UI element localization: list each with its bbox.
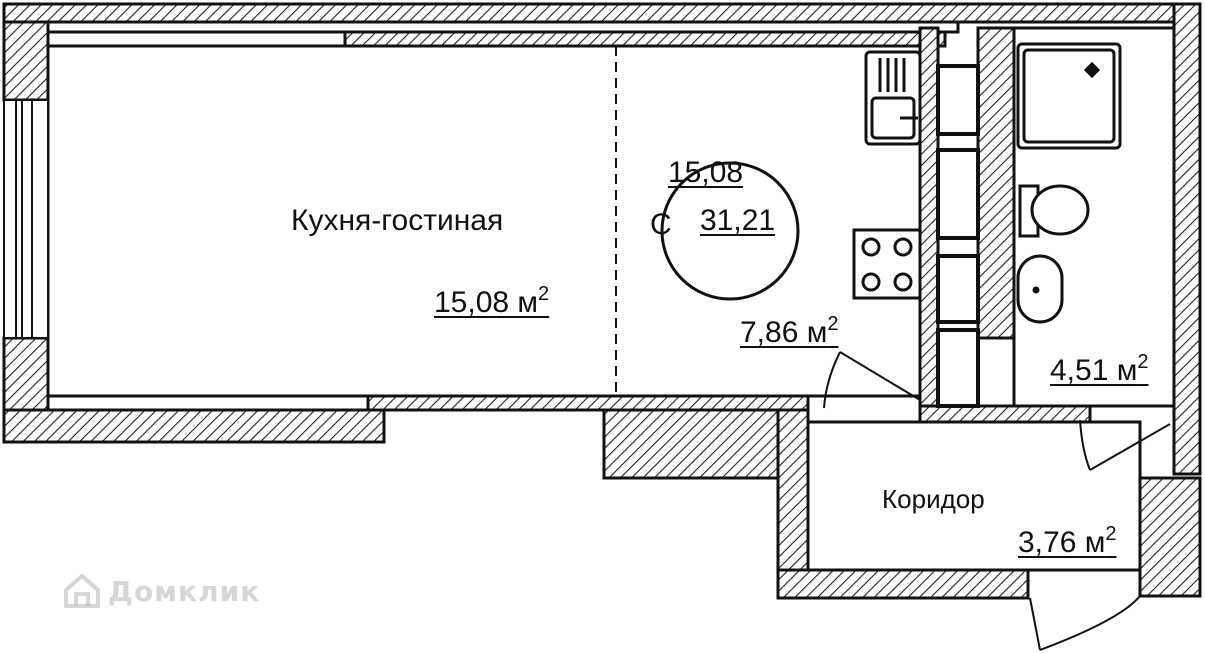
room-name-kitchen-living: Кухня-гостиная (291, 204, 504, 237)
circle-type-letter: С (650, 208, 672, 241)
wall-top (2, 2, 1202, 24)
area-corridor: 3,76 м2 (1018, 524, 1116, 559)
wall-left-lower (2, 336, 50, 412)
shower-tray (1016, 42, 1122, 150)
area-unit-sup: 2 (1137, 351, 1149, 373)
toilet (1018, 184, 1090, 238)
washbasin (1016, 254, 1064, 324)
kitchen-sink (864, 50, 922, 146)
area-kitchen-living: 15,08 м2 (434, 284, 549, 319)
cooktop (852, 228, 922, 300)
watermark: Домклик (62, 572, 260, 610)
area-unit-sup: 2 (538, 283, 550, 305)
doors (823, 351, 1171, 651)
circle-top-value: 15,08 (668, 156, 744, 189)
wall-entry-right (1138, 476, 1202, 598)
area-unit-sup: 2 (827, 313, 839, 335)
window-left (3, 99, 49, 339)
area-value: 7,86 м (740, 316, 828, 349)
wall-bath-left (976, 26, 1016, 340)
wall-niche (602, 408, 796, 480)
watermark-text: Домклик (108, 574, 261, 608)
wall-corridor-left (776, 408, 810, 592)
summary-circle (660, 161, 800, 301)
door-kitchen-leaf (839, 351, 921, 401)
circle-total-value: 31,21 (700, 204, 776, 237)
wall-corridor-bottom (776, 568, 1030, 600)
door-entry-leaf (1029, 597, 1041, 651)
wall-bottom-living (2, 408, 386, 444)
area-bathroom: 4,51 м2 (1050, 352, 1148, 387)
wall-left-upper (2, 20, 50, 102)
area-value: 15,08 м (434, 286, 539, 319)
floor-corridor (806, 420, 1142, 572)
wall-partition (918, 26, 940, 422)
exterior-walls (2, 2, 1202, 600)
wall-right (1172, 2, 1202, 476)
area-value: 3,76 м (1018, 526, 1106, 559)
house-logo-icon (64, 574, 100, 608)
area-value: 4,51 м (1050, 354, 1138, 387)
room-name-corridor: Коридор (882, 484, 985, 514)
area-unit-sup: 2 (1105, 523, 1117, 545)
cabinets (936, 64, 980, 408)
door-bath-leaf (1089, 423, 1171, 471)
area-kitchen-zone: 7,86 м2 (740, 314, 838, 349)
